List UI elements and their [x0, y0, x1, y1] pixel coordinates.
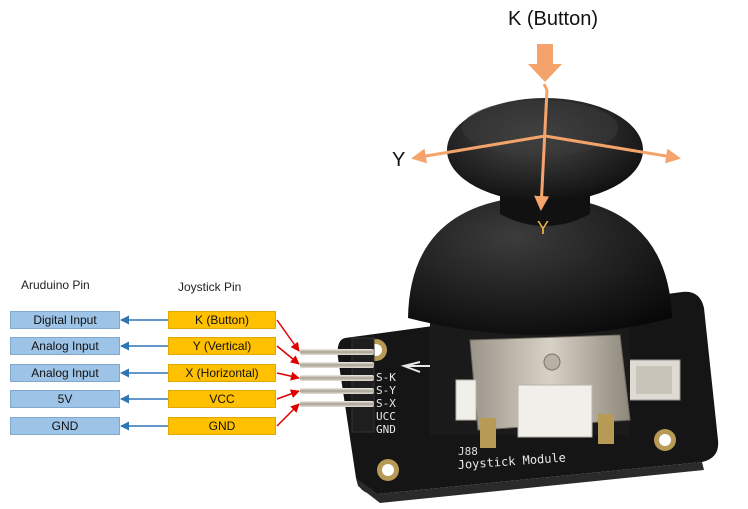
board-pin-label: UCC [376, 410, 396, 423]
arduino-pin-box: GND [10, 417, 120, 435]
board-pin-label: S-K [376, 371, 396, 384]
joystick-pin-box: GND [168, 417, 276, 435]
arduino-pin-box: Analog Input [10, 364, 120, 382]
joystick-pin-box: K (Button) [168, 311, 276, 329]
pin-arrow [276, 389, 300, 400]
joystick-dome [408, 196, 672, 335]
pin-connection-arrows [276, 319, 300, 427]
joystick-pin-box: VCC [168, 390, 276, 408]
silkscreen-arrow-icon [400, 361, 432, 373]
pin-arrow [276, 403, 300, 427]
button-axis-label: K (Button) [508, 8, 598, 30]
joystick-pin-header: Joystick Pin [178, 280, 242, 294]
pin-arrow [276, 371, 300, 381]
axis-arrows [411, 44, 681, 211]
arduino-connection-arrows [120, 315, 168, 431]
bottom-axis-label: Y [537, 218, 549, 238]
arduino-pin-header: Aruduino Pin [21, 278, 90, 292]
header-pins [300, 349, 374, 407]
arduino-pin-box: 5V [10, 390, 120, 408]
board-pin-label: GND [376, 423, 396, 436]
left-axis-label: Y [392, 149, 405, 171]
button-press-arrow-icon [528, 44, 562, 82]
arduino-pin-box: Analog Input [10, 337, 120, 355]
board-pin-label: S-X [376, 397, 396, 410]
board-part-label: J88 [458, 445, 478, 458]
pin-arrow [276, 345, 300, 365]
arduino-pin-box: Digital Input [10, 311, 120, 329]
board-pin-label: S-Y [376, 384, 396, 397]
pin-arrow [276, 319, 300, 352]
joystick-pin-box: X (Horizontal) [168, 364, 276, 382]
joystick-pin-box: Y (Vertical) [168, 337, 276, 355]
